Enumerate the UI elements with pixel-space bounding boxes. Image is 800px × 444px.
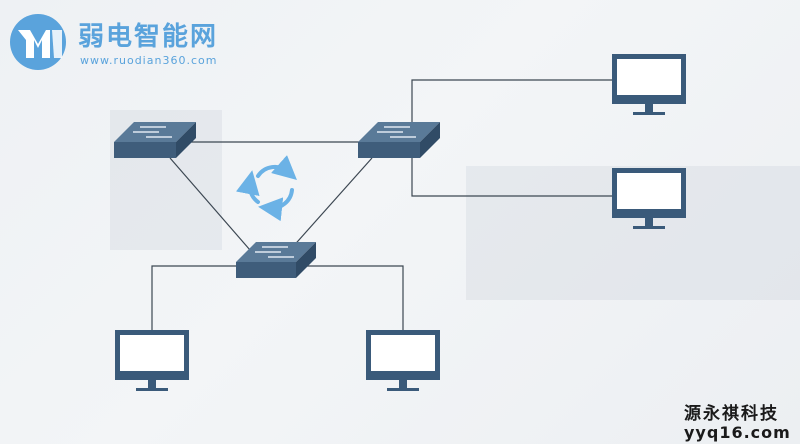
link-switch3-pc4 <box>302 265 404 330</box>
link-switch2-pc1 <box>411 79 612 122</box>
switch-arrows-icon <box>377 126 416 138</box>
brand-name: 弱电智能网 <box>78 22 219 52</box>
brand-url[interactable]: www.ruodian360.com <box>80 54 218 67</box>
loop-arrows-icon <box>235 155 297 222</box>
switch-2[interactable] <box>358 122 440 158</box>
switch-arrows-icon <box>255 246 294 258</box>
pc-1[interactable] <box>612 54 686 115</box>
switch-arrows-icon <box>133 126 172 138</box>
switch-3[interactable] <box>236 242 316 278</box>
link-switch2-pc2 <box>411 158 612 197</box>
links <box>151 79 612 330</box>
link-switch3-pc3 <box>151 265 240 330</box>
watermark-url[interactable]: yyq16.com <box>684 423 791 442</box>
link-switch1-switch3 <box>169 157 251 251</box>
pc-3[interactable] <box>115 330 189 391</box>
pc-2[interactable] <box>612 168 686 229</box>
brand: 弱电智能网 www.ruodian360.com <box>8 6 248 76</box>
switch-1[interactable] <box>114 122 196 158</box>
brand-logo-icon <box>10 14 66 70</box>
link-switch2-switch3 <box>289 157 373 251</box>
watermark: 源永祺科技 yyq16.com <box>684 404 794 442</box>
watermark-name: 源永祺科技 <box>684 404 779 424</box>
pc-4[interactable] <box>366 330 440 391</box>
